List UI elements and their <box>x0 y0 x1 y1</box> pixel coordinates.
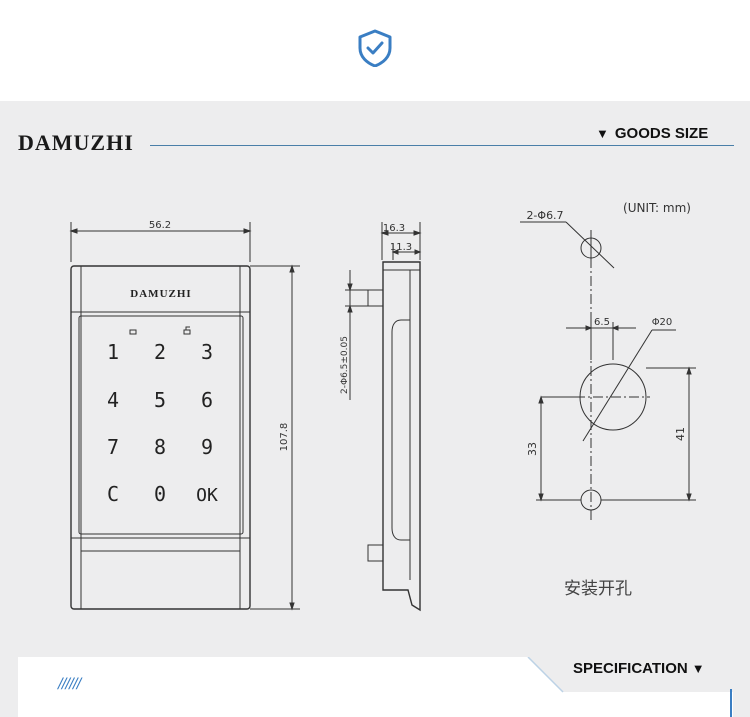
width-dimension-label: 56.2 <box>149 220 171 231</box>
section-title: ▼ GOODS SIZE <box>596 125 708 142</box>
chevron-down-icon: ▼ <box>691 661 705 676</box>
section-title-text: GOODS SIZE <box>614 125 709 142</box>
hole-spec-label: 2-Φ6.5±0.05 <box>340 336 350 394</box>
dimension-33-label: 33 <box>526 442 539 456</box>
key-3[interactable]: 3 <box>201 340 213 364</box>
key-0[interactable]: 0 <box>154 482 166 506</box>
inner-dimension-label: 11.3 <box>390 242 412 253</box>
keypad: 1 2 3 4 5 6 7 8 9 C 0 OK <box>107 340 218 506</box>
unit-label: (UNIT: mm) <box>623 201 691 215</box>
key-ok[interactable]: OK <box>196 485 218 506</box>
brand-logo: DAMUZHI <box>18 130 134 155</box>
goods-size-panel <box>0 101 750 717</box>
stripe-decoration: ////// <box>56 676 83 692</box>
dimension-41-label: 41 <box>674 427 687 441</box>
device-logo: DAMUZHI <box>130 288 191 300</box>
key-8[interactable]: 8 <box>154 435 166 459</box>
cutout-view <box>520 221 696 520</box>
height-dimension-label: 107.8 <box>279 423 290 452</box>
cutout-caption: 安装开孔 <box>564 579 632 599</box>
shield-check-icon <box>358 29 392 67</box>
key-4[interactable]: 4 <box>107 388 119 412</box>
key-6[interactable]: 6 <box>201 388 213 412</box>
key-c[interactable]: C <box>107 482 119 506</box>
big-hole-label: Φ20 <box>652 317 673 328</box>
side-view <box>345 222 422 612</box>
key-1[interactable]: 1 <box>107 340 119 364</box>
footer-banner: ////// <box>18 657 733 717</box>
offset-dimension-label: 6.5 <box>594 317 610 328</box>
key-2[interactable]: 2 <box>154 340 166 364</box>
chevron-down-icon: ▼ <box>596 126 609 141</box>
key-7[interactable]: 7 <box>107 435 119 459</box>
top-band <box>0 0 750 101</box>
header-rule <box>150 145 734 146</box>
small-hole-label: 2-Φ6.7 <box>526 209 563 222</box>
depth-dimension-label: 16.3 <box>383 223 405 234</box>
key-5[interactable]: 5 <box>154 388 166 412</box>
front-view <box>69 222 300 611</box>
footer-title: SPECIFICATION▼ <box>573 660 705 677</box>
footer-title-text: SPECIFICATION <box>573 660 688 677</box>
key-9[interactable]: 9 <box>201 435 213 459</box>
